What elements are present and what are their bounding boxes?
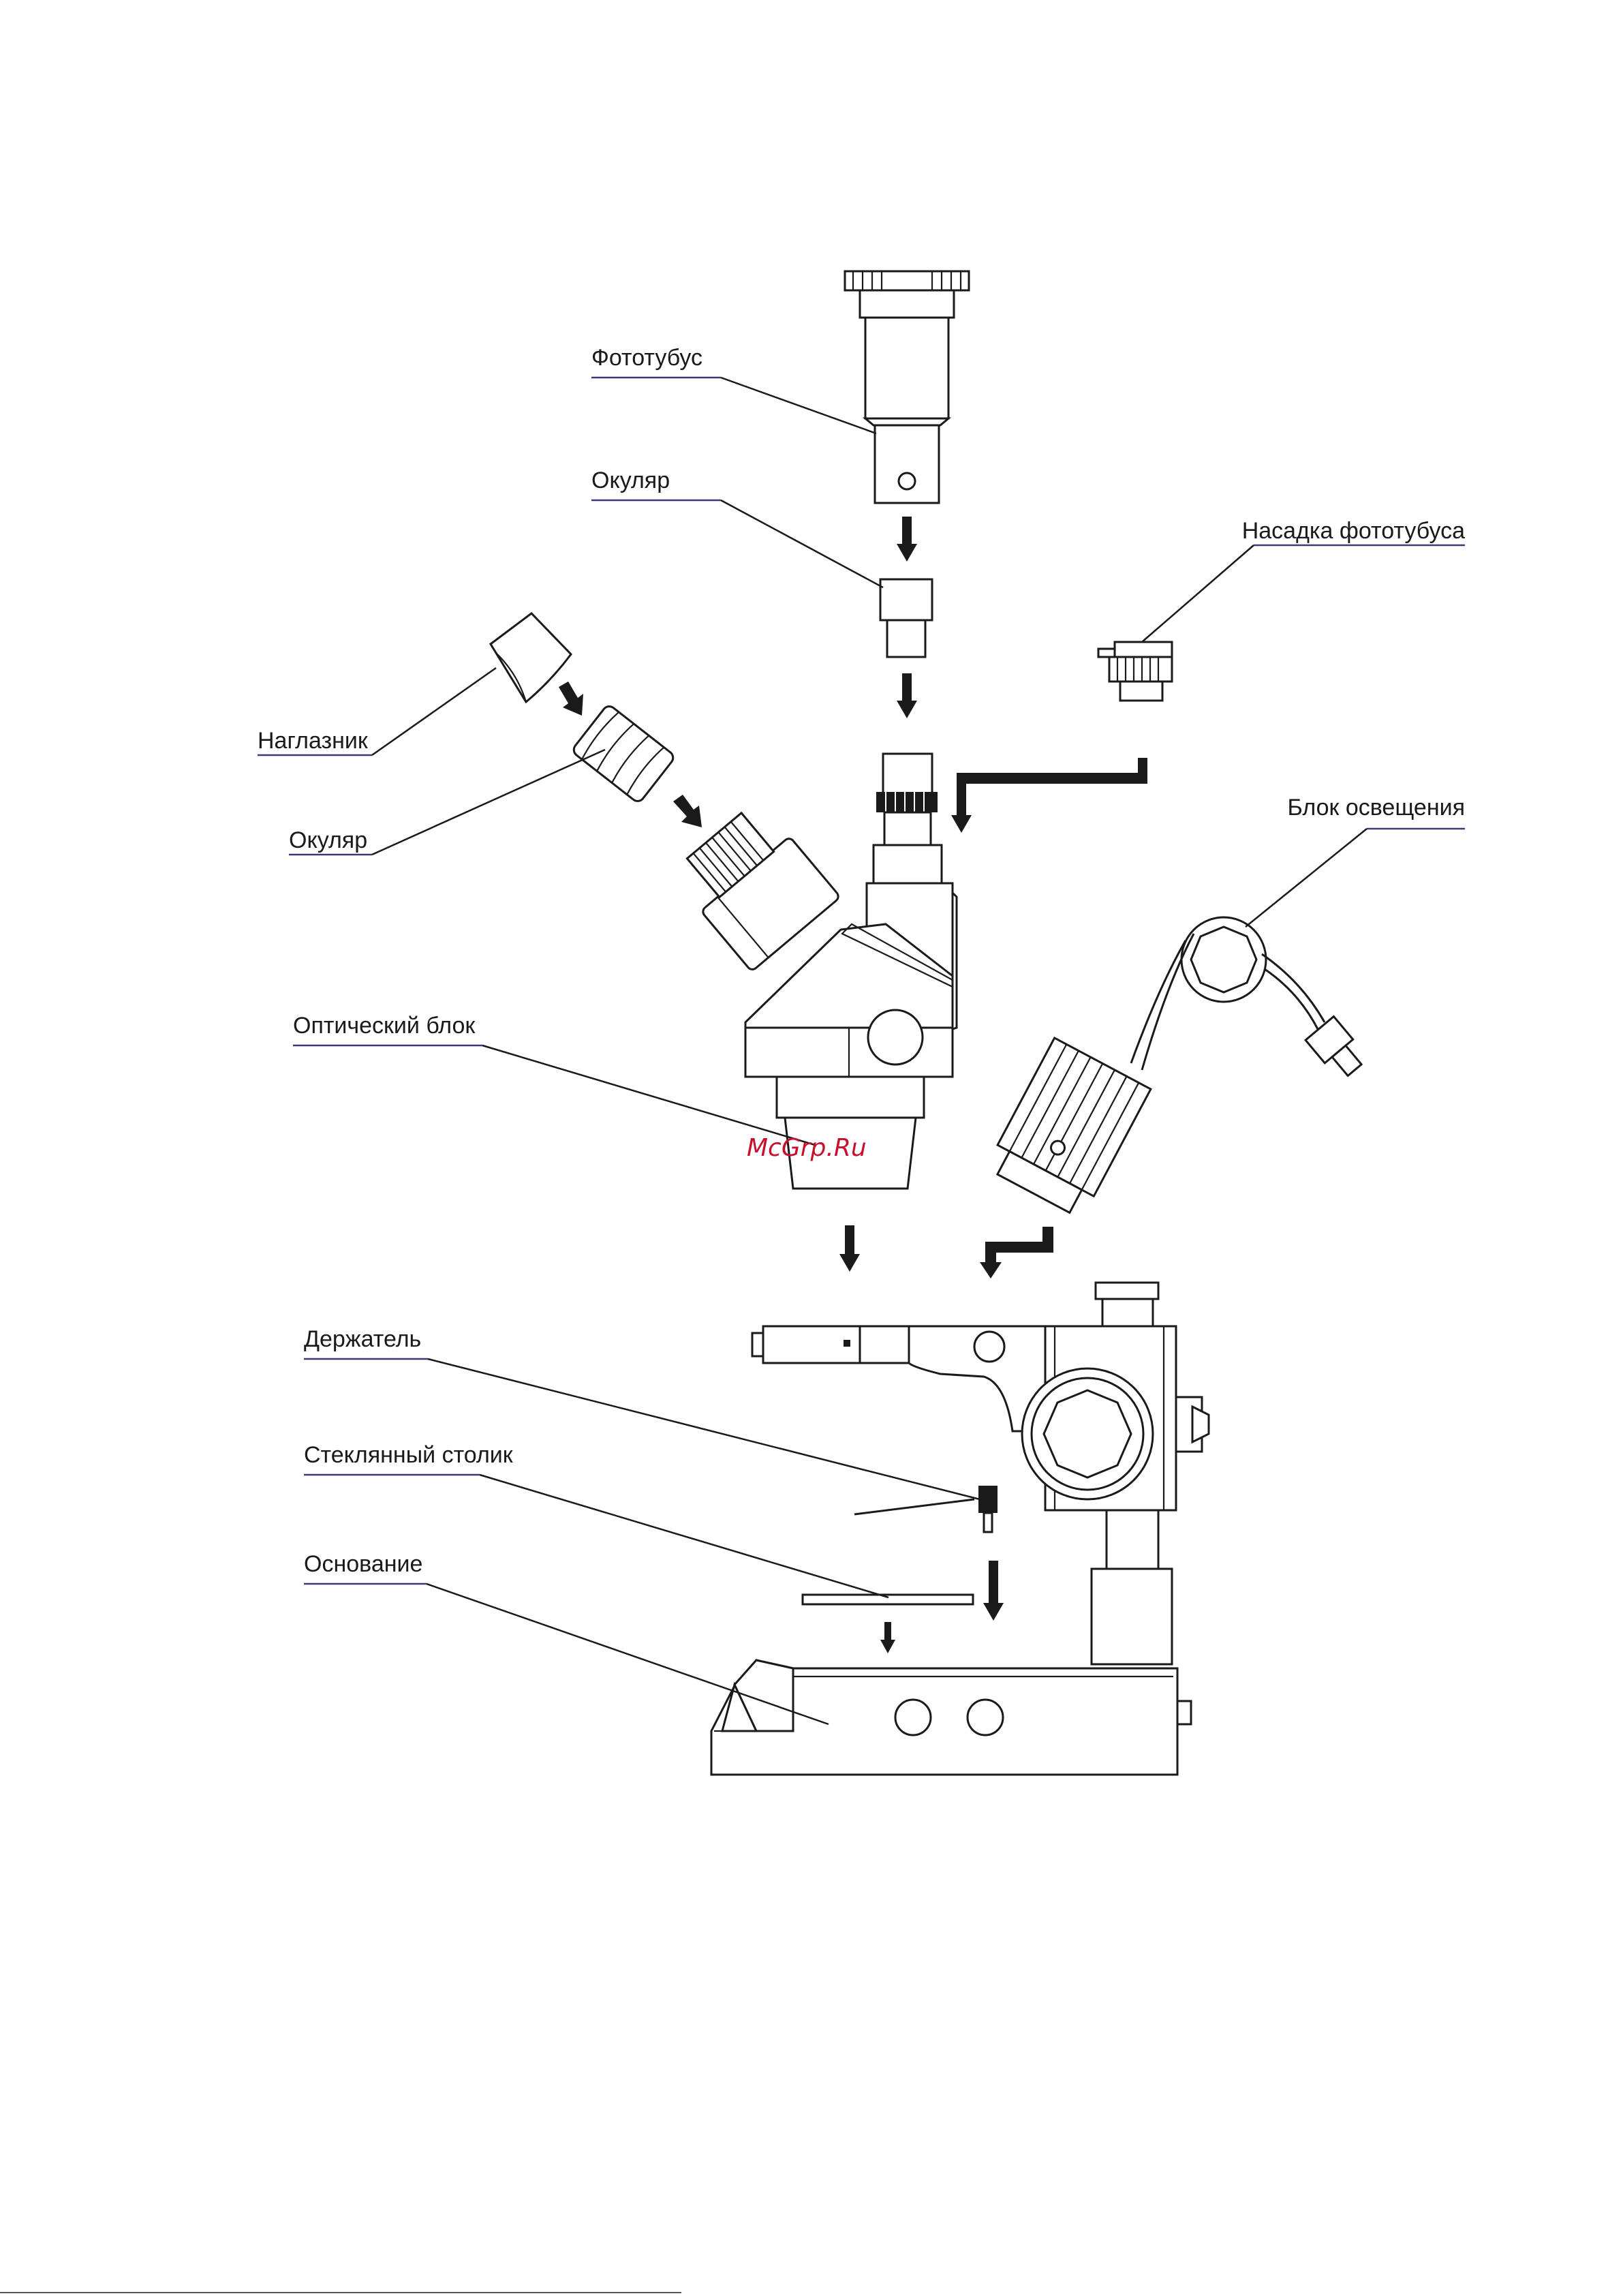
watermark: McGrp.Ru: [747, 1134, 867, 1162]
illumination-part: [985, 917, 1369, 1219]
label-optical-block: Оптический блок: [293, 1013, 476, 1039]
phototube-adapter-part: [1098, 642, 1172, 701]
l-rod-bottom: [980, 1227, 1053, 1279]
eyecup-part: [491, 613, 571, 702]
holder-part: [752, 1283, 1209, 1664]
label-eyecup: Наглазник: [258, 728, 369, 754]
label-phototube-adapter: Насадка фототубуса: [1242, 518, 1465, 544]
label-eyepiece-side: Окуляр: [289, 827, 367, 853]
label-eyepiece-top: Окуляр: [591, 468, 670, 493]
eyepiece-top-part: [880, 579, 932, 657]
label-base: Основание: [304, 1551, 422, 1577]
label-glass-stage: Стеклянный столик: [304, 1442, 514, 1468]
l-rod-top: [951, 758, 1147, 833]
phototube-part: [845, 271, 969, 503]
label-phototube: Фототубус: [591, 345, 702, 371]
glass-stage-part: [803, 1595, 973, 1604]
label-holder: Держатель: [304, 1326, 421, 1352]
clip-part: [854, 1486, 998, 1532]
eyepiece-side-part: [571, 704, 675, 804]
base-part: [711, 1660, 1191, 1775]
optical-block-part: [669, 754, 957, 1189]
label-illumination: Блок освещения: [1287, 795, 1465, 821]
